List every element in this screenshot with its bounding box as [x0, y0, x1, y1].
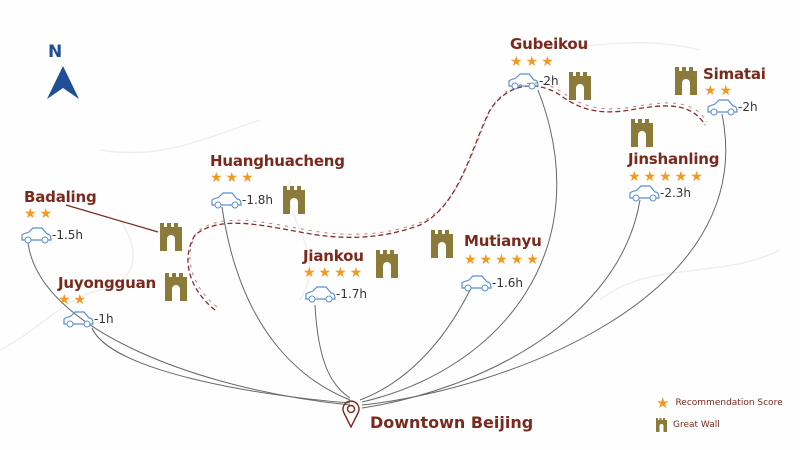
rating-stars: ★★ [24, 206, 56, 222]
drive-time-juyongguan: -1h [62, 310, 114, 328]
great-wall-tower-icon [631, 119, 653, 147]
great-wall-path [187, 85, 706, 311]
car-icon [305, 286, 336, 303]
map-pin-icon [342, 400, 360, 428]
great-wall-tower-icon [165, 273, 187, 301]
legend-great-wall: Great Wall [656, 418, 720, 432]
drive-time-jiankou: -1.7h [304, 285, 367, 303]
rating-stars: ★★★★★ [464, 252, 542, 268]
star-icon: ★ [656, 394, 670, 412]
car-icon [63, 311, 94, 328]
car-icon [211, 192, 242, 209]
rating-stars: ★★★ [210, 170, 257, 186]
north-arrow-icon [47, 66, 79, 99]
car-icon [629, 185, 660, 202]
car-icon [21, 227, 52, 244]
car-icon [707, 99, 738, 116]
site-label-badaling[interactable]: Badaling [24, 188, 97, 206]
drive-time-gubeikou: -2h [507, 72, 559, 90]
drive-time-mutianyu: -1.6h [460, 274, 523, 292]
great-wall-tower-icon [160, 223, 182, 251]
car-icon [508, 73, 539, 90]
compass-label: N [48, 42, 63, 62]
drive-time-huanghuacheng: -1.8h [210, 191, 273, 209]
great-wall-tower-icon [376, 250, 398, 278]
site-label-jinshanling[interactable]: Jinshanling [628, 150, 720, 168]
rating-stars: ★★ [58, 292, 90, 308]
great-wall-tower-icon [675, 67, 697, 95]
drive-time-simatai: -2h [706, 98, 758, 116]
site-label-mutianyu[interactable]: Mutianyu [464, 232, 542, 250]
great-wall-tower-icon [656, 418, 667, 432]
rating-stars: ★★★★★ [628, 169, 706, 185]
drive-time-jinshanling: -2.3h [628, 184, 691, 202]
site-label-juyongguan[interactable]: Juyongguan [58, 274, 156, 292]
site-label-simatai[interactable]: Simatai [703, 65, 766, 83]
site-label-huanghuacheng[interactable]: Huanghuacheng [210, 152, 345, 170]
rating-stars: ★★ [704, 83, 736, 99]
great-wall-tower-icon [283, 186, 305, 214]
great-wall-tower-icon [569, 72, 591, 100]
site-label-gubeikou[interactable]: Gubeikou [510, 35, 588, 53]
destination-label: Downtown Beijing [370, 413, 534, 432]
legend-recommendation: ★ Recommendation Score [656, 394, 783, 412]
drive-time-badaling: -1.5h [20, 226, 83, 244]
rating-stars: ★★★ [510, 54, 557, 70]
great-wall-tower-icon [431, 230, 453, 258]
car-icon [461, 275, 492, 292]
site-label-jiankou[interactable]: Jiankou [303, 247, 364, 265]
rating-stars: ★★★★ [303, 265, 366, 281]
